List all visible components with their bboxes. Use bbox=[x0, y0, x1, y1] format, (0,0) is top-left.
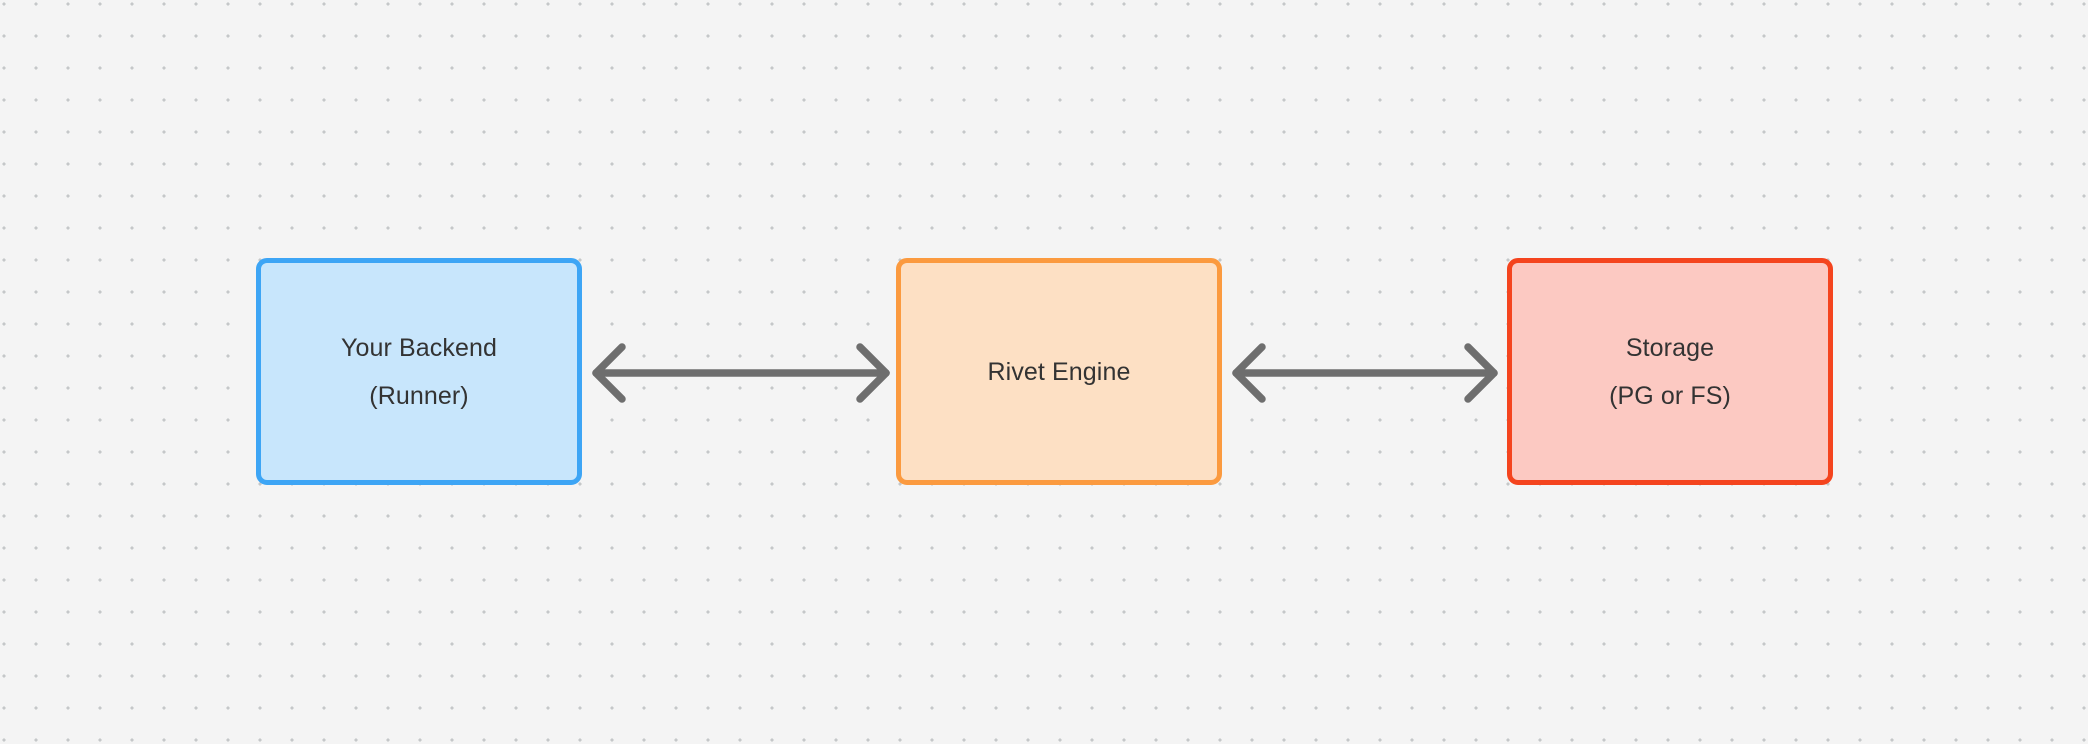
node-your-backend-label: Your Backend (Runner) bbox=[341, 333, 497, 410]
node-rivet-engine-label: Rivet Engine bbox=[987, 357, 1131, 386]
arrowhead-right-icon bbox=[1464, 343, 1498, 403]
node-storage[interactable]: Storage (PG or FS) bbox=[1507, 258, 1833, 485]
edge-engine-to-storage[interactable] bbox=[1230, 331, 1500, 415]
arrowhead-right-icon bbox=[856, 343, 890, 403]
edge-backend-to-engine[interactable] bbox=[590, 331, 892, 415]
node-rivet-engine[interactable]: Rivet Engine bbox=[896, 258, 1222, 485]
node-your-backend[interactable]: Your Backend (Runner) bbox=[256, 258, 582, 485]
arrowhead-left-icon bbox=[592, 343, 626, 403]
arrowhead-left-icon bbox=[1232, 343, 1266, 403]
node-storage-label: Storage (PG or FS) bbox=[1609, 333, 1731, 410]
